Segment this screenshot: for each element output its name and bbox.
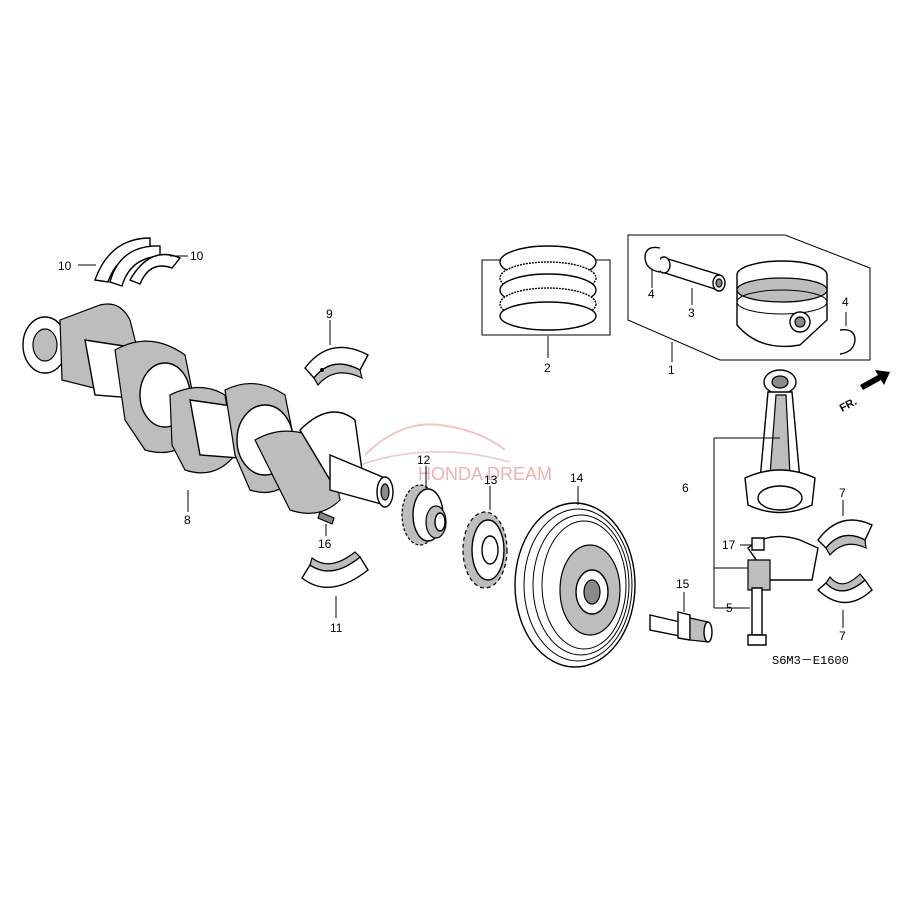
woodruff-key-part[interactable] — [317, 511, 335, 525]
callout-4-left: 4 — [648, 287, 655, 301]
callout-7-lower: 7 — [839, 629, 846, 643]
thrust-washer-part[interactable] — [94, 237, 182, 287]
watermark-text: HONDA DREAM — [418, 464, 552, 484]
pulley-bolt-part[interactable] — [649, 611, 713, 643]
rod-bearing-lower-part[interactable] — [816, 573, 873, 604]
rod-cap-part[interactable] — [747, 535, 819, 591]
watermark-logo — [359, 423, 511, 466]
callout-4-right: 4 — [842, 295, 849, 309]
piston-pin-part[interactable] — [657, 256, 726, 292]
rod-bolt-part[interactable] — [747, 587, 767, 646]
callout-16: 16 — [318, 537, 332, 551]
connecting-rod-part[interactable] — [744, 369, 816, 514]
callout-17: 17 — [722, 538, 736, 552]
snap-ring-left-part[interactable] — [644, 246, 661, 273]
main-bearing-upper-part[interactable] — [304, 346, 369, 387]
piston-assembly-box — [627, 234, 871, 361]
front-direction-arrow — [860, 370, 890, 390]
main-bearing-lower-part[interactable] — [301, 551, 369, 588]
rod-nut-part[interactable] — [751, 537, 765, 551]
callout-1: 1 — [668, 363, 675, 377]
callout-8: 8 — [184, 513, 191, 527]
callout-9: 9 — [326, 307, 333, 321]
callout-7-upper: 7 — [839, 486, 846, 500]
callout-10-left: 10 — [58, 259, 72, 273]
front-direction-label: FR. — [838, 396, 859, 415]
pulse-plate-part[interactable] — [462, 511, 508, 589]
callout-15: 15 — [676, 577, 690, 591]
piston-part[interactable] — [736, 260, 828, 348]
diagram-code: S6M3－E1600 — [772, 654, 849, 668]
snap-ring-right-part[interactable] — [839, 329, 856, 355]
timing-sprocket-part[interactable] — [401, 484, 447, 546]
callout-14: 14 — [570, 471, 584, 485]
crankshaft-part[interactable] — [22, 303, 394, 514]
callout-2: 2 — [544, 361, 551, 375]
callout-12: 12 — [417, 453, 431, 467]
rod-bearing-upper-part[interactable] — [817, 519, 873, 557]
callout-5: 5 — [726, 601, 733, 615]
callout-10-right: 10 — [190, 249, 204, 263]
callout-11: 11 — [330, 621, 343, 635]
crank-pulley-part[interactable] — [514, 502, 636, 668]
callout-6: 6 — [682, 481, 689, 495]
piston-ring-set-part[interactable] — [499, 245, 597, 331]
callout-13: 13 — [484, 473, 498, 487]
callout-3: 3 — [688, 306, 695, 320]
